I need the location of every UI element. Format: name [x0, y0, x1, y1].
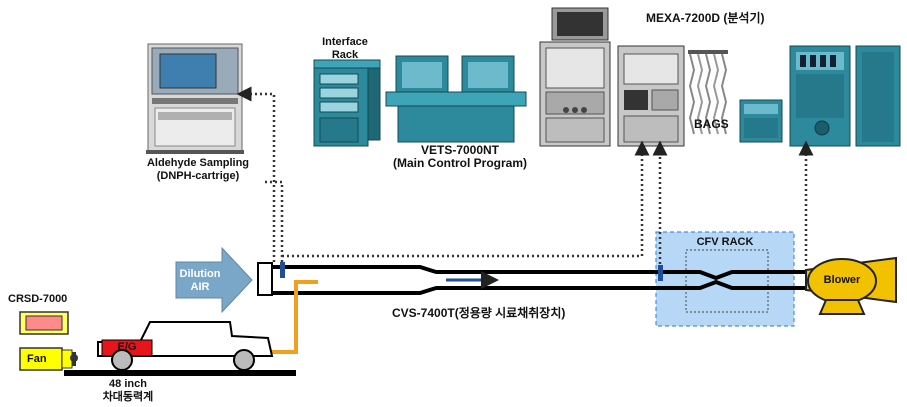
- dilution-air-arrow: [175, 246, 253, 314]
- analyzer-cabinet: [617, 45, 685, 147]
- aldehyde-sample-probe: [280, 262, 285, 278]
- cvs-tunnel-interior: [420, 270, 654, 290]
- crsd-label: CRSD-7000: [8, 293, 68, 305]
- dnph-label: (DNPH-cartrige): [156, 170, 240, 182]
- signal-lines: [236, 86, 814, 266]
- computer-tower: [539, 7, 611, 147]
- bag-sample-probe: [658, 265, 663, 281]
- vets-control-console: [385, 55, 527, 143]
- engine-label: E/G: [117, 341, 137, 353]
- blower-label: Blower: [823, 274, 861, 286]
- dyno-size-label: 48 inch: [109, 378, 147, 390]
- dynamometer-base: [64, 370, 296, 376]
- cfv-rack-inner: [685, 249, 769, 313]
- main-control-label: (Main Control Program): [393, 156, 527, 170]
- sample-bags: [688, 50, 728, 135]
- mexa-label: MEXA-7200D (분석기): [646, 11, 765, 25]
- cvs-tunnel: [272, 265, 806, 295]
- cvs-label: CVS-7400T(정용량 시료채취장치): [392, 306, 566, 320]
- cooling-fan: [19, 347, 78, 371]
- aldehyde-sampling-cabinet: [146, 43, 244, 154]
- dyno-name-label: 차대동력계: [102, 391, 154, 403]
- fan-label: Fan: [27, 353, 47, 365]
- aldehyde-label: Aldehyde Sampling: [146, 157, 250, 169]
- sample-pump-unit: [739, 99, 783, 143]
- cfv-rack-box: [655, 231, 795, 327]
- interface-rack: [313, 59, 381, 147]
- vets-label: VETS-7000NT: [420, 143, 500, 157]
- interface-rack-label: Interface Rack: [322, 36, 368, 61]
- cfv-rack-label: CFV RACK: [696, 236, 754, 248]
- mexa-analyzer: [789, 45, 901, 147]
- bags-label: BAGS: [694, 117, 729, 131]
- crsd-controller: [19, 311, 69, 335]
- dilution-inlet-filter: [257, 262, 273, 296]
- blower: [805, 256, 897, 315]
- dilution-air-label: Dilution AIR: [179, 268, 221, 293]
- test-vehicle: [97, 321, 274, 371]
